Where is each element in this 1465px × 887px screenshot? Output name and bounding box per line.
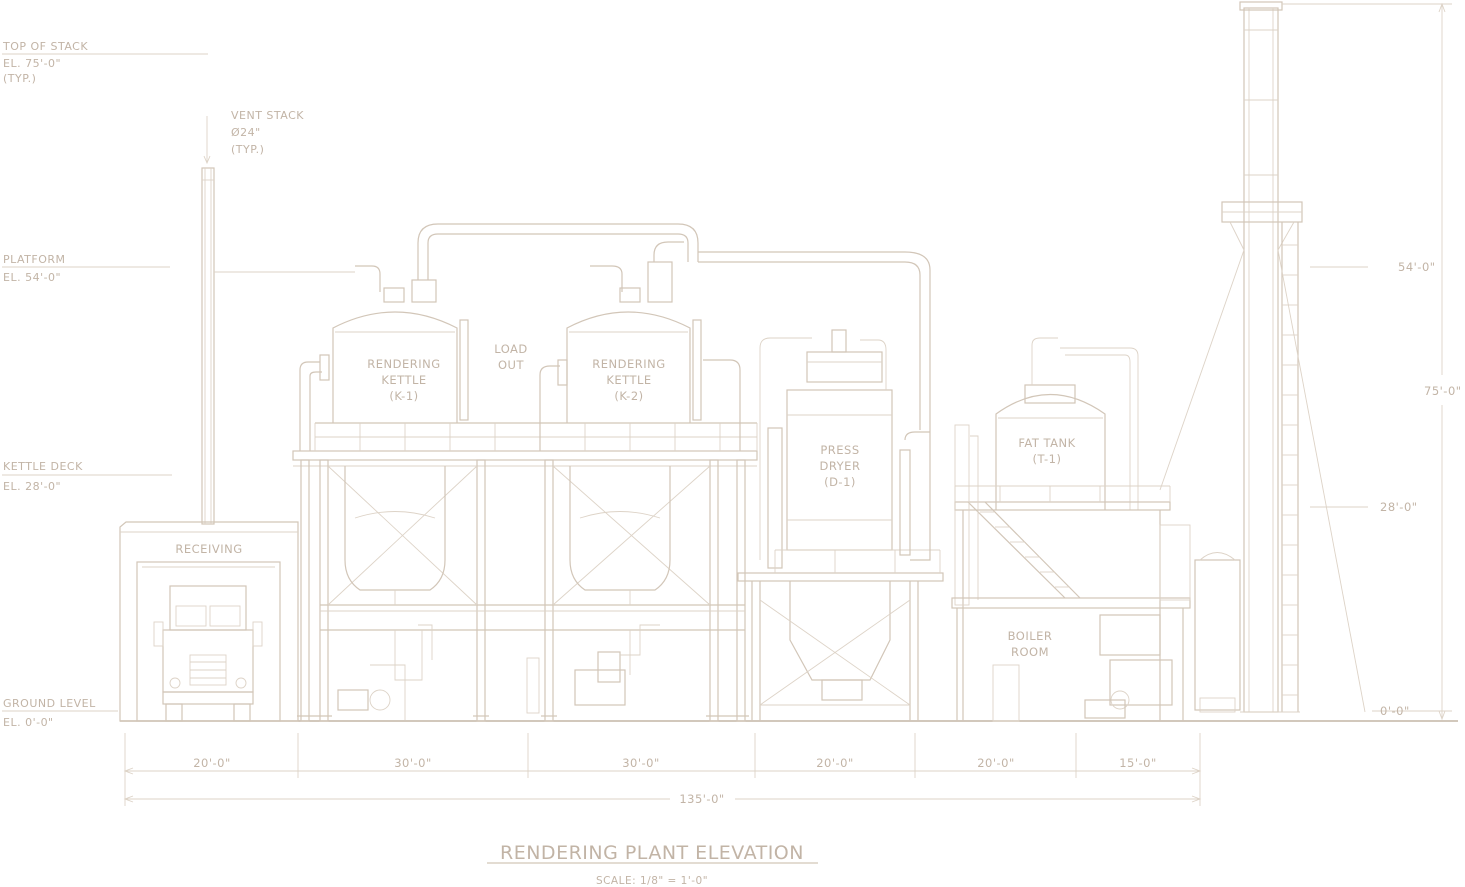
marker-top-line1: TOP OF STACK xyxy=(2,40,88,53)
boiler-room: BOILER ROOM xyxy=(951,524,1241,722)
level-marker-kettle-deck: KETTLE DECK EL. 28'-0" xyxy=(2,460,172,493)
vent-stack-left: VENT STACK Ø24" (TYP.) xyxy=(201,109,355,525)
marker-kettle-deck-line1: KETTLE DECK xyxy=(3,460,83,473)
overall-dimension: 135'-0" xyxy=(679,792,724,806)
press-dryer: PRESS DRYER (D-1) xyxy=(737,329,944,721)
level-marker-platform: PLATFORM EL. 54'-0" xyxy=(2,253,170,284)
hdim-2: 30'-0" xyxy=(394,756,432,770)
marker-top-line3: (TYP.) xyxy=(3,72,36,85)
drawing-title: RENDERING PLANT ELEVATION xyxy=(500,842,804,864)
hdim-4: 20'-0" xyxy=(816,756,854,770)
kettle-k1: RENDERING KETTLE (K-1) xyxy=(299,223,699,720)
horizontal-dimensions: 20'-0" 30'-0" 30'-0" 20'-0" 20'-0" 15'-0… xyxy=(123,733,1202,806)
kettle-k1-label-line1: RENDERING xyxy=(367,357,440,371)
vent-stack-label-line2: Ø24" xyxy=(231,126,261,139)
vdim-base: 0'-0" xyxy=(1380,704,1410,718)
kettle-k2-label-line1: RENDERING xyxy=(592,357,665,371)
main-stack xyxy=(1159,1,1366,713)
drawing-scale: SCALE: 1/8" = 1'-0" xyxy=(596,875,708,887)
vdim-mid: 28'-0" xyxy=(1380,500,1418,514)
kettle-k2: RENDERING KETTLE (K-2) xyxy=(526,241,931,714)
press-dryer-label-line2: DRYER xyxy=(820,459,861,473)
marker-ground-line1: GROUND LEVEL xyxy=(3,697,96,710)
receiving-building: RECEIVING xyxy=(119,521,299,722)
load-out-label-line2: OUT xyxy=(498,358,524,372)
marker-ground-line2: EL. 0'-0" xyxy=(3,716,54,729)
vent-stack-label-line1: VENT STACK xyxy=(231,109,304,122)
marker-platform-line1: PLATFORM xyxy=(3,253,66,266)
truck-icon xyxy=(153,585,263,722)
marker-kettle-deck-line2: EL. 28'-0" xyxy=(3,480,61,493)
fat-tank-label-line1: FAT TANK xyxy=(1018,436,1075,450)
boiler-room-label-line2: ROOM xyxy=(1011,645,1049,659)
title-block: RENDERING PLANT ELEVATION SCALE: 1/8" = … xyxy=(487,842,818,887)
vent-stack-label-line3: (TYP.) xyxy=(231,143,264,156)
press-dryer-label-line3: (D-1) xyxy=(824,475,856,489)
level-marker-ground: GROUND LEVEL EL. 0'-0" xyxy=(2,697,118,729)
hdim-3: 30'-0" xyxy=(622,756,660,770)
fat-tank: FAT TANK (T-1) xyxy=(954,337,1171,721)
hdim-1: 20'-0" xyxy=(193,756,231,770)
kettle-k1-label-line3: (K-1) xyxy=(389,389,418,403)
kettle-k2-label-line2: KETTLE xyxy=(606,373,651,387)
vertical-dimensions: 54'-0" 75'-0" 28'-0" 0'-0" xyxy=(1282,2,1462,721)
fat-tank-label-line2: (T-1) xyxy=(1033,452,1062,466)
kettle-structure xyxy=(292,422,758,722)
level-marker-top-of-stack: TOP OF STACK EL. 75'-0" (TYP.) xyxy=(2,40,208,85)
press-dryer-label-line1: PRESS xyxy=(820,443,859,457)
boiler-room-label-line1: BOILER xyxy=(1008,629,1053,643)
vdim-total: 75'-0" xyxy=(1424,384,1462,398)
marker-platform-line2: EL. 54'-0" xyxy=(3,271,61,284)
hdim-5: 20'-0" xyxy=(977,756,1015,770)
receiving-label: RECEIVING xyxy=(175,542,242,556)
vdim-top: 54'-0" xyxy=(1398,260,1436,274)
hdim-6: 15'-0" xyxy=(1119,756,1157,770)
marker-top-line2: EL. 75'-0" xyxy=(3,57,61,70)
kettle-k2-label-line3: (K-2) xyxy=(614,389,643,403)
load-out-label-line1: LOAD xyxy=(494,342,528,356)
kettle-k1-label-line2: KETTLE xyxy=(381,373,426,387)
